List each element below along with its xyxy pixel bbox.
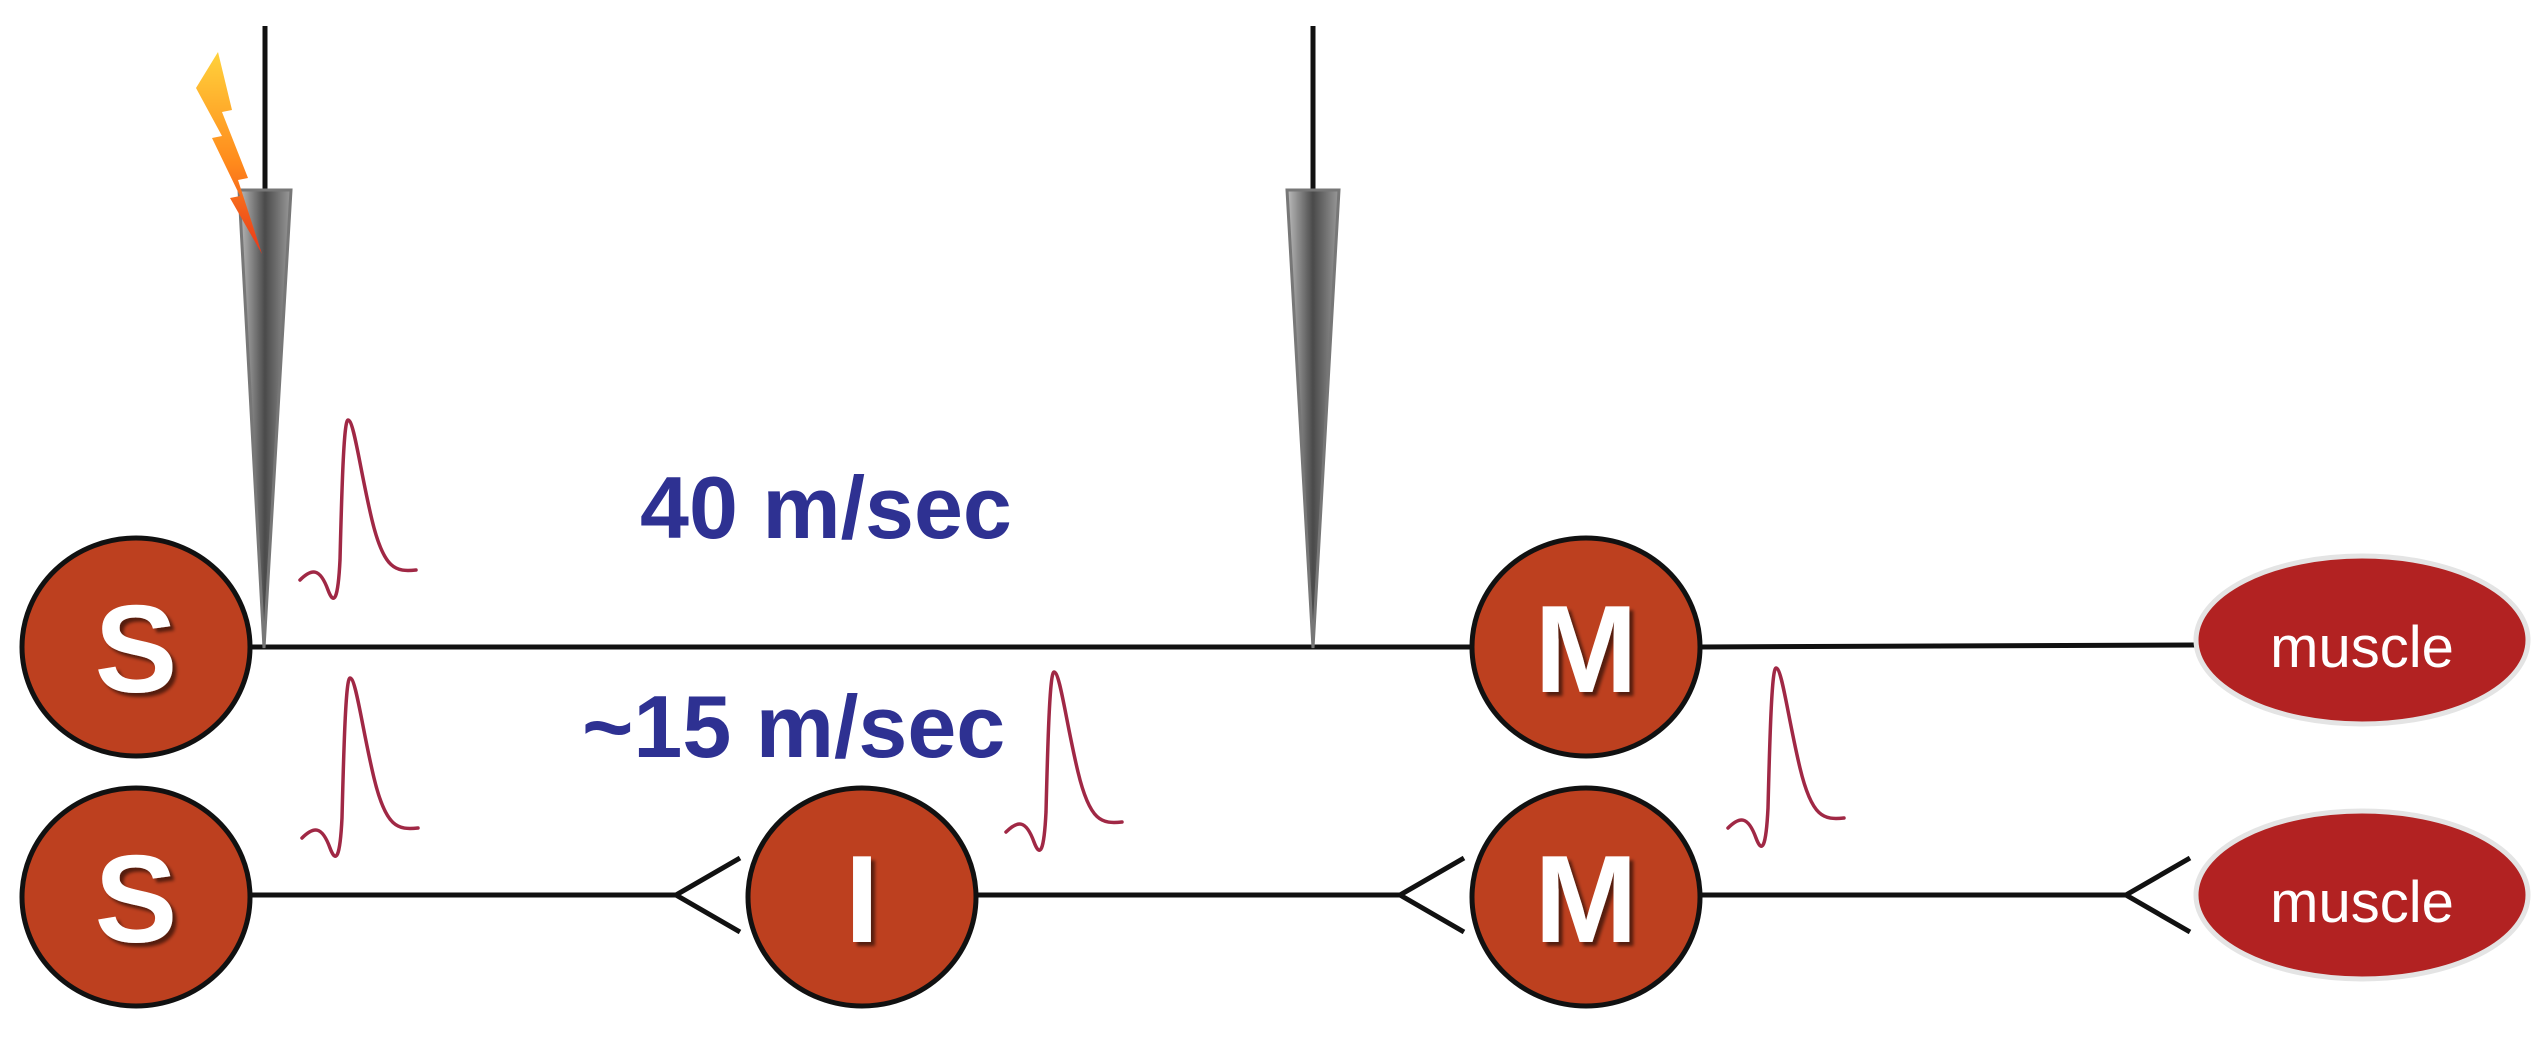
action-potential-trace-icon [1004,670,1124,852]
action-potential-trace-icon [300,676,420,858]
motor-neuron-bottom: M [1469,785,1703,1009]
muscle-label: muscle [2270,870,2454,935]
stimulating-electrode [237,26,293,649]
node-label: I [845,831,879,969]
action-potential-trace-icon [298,418,418,600]
muscle-bottom: muscle [2193,808,2531,982]
muscle-top: muscle [2193,553,2531,727]
bottom-pathway [250,855,2192,935]
muscle-body [2193,553,2531,727]
neuron-body [1469,785,1703,1009]
muscle-body [2193,808,2531,982]
recording-electrode-icon [237,188,293,649]
lightning-bolt-icon [196,52,262,254]
action-potential-traces [298,418,1846,858]
recording-electrode [1285,26,1341,649]
sensory-neuron-top: S [19,535,253,759]
synapse-arrow-icon [1395,855,1466,935]
muscle-label: muscle [2270,615,2454,680]
action-potential-trace-icon [1726,666,1846,848]
top-pathway [250,642,2196,650]
node-label: M [1534,581,1637,719]
neuron-body [19,535,253,759]
node-label: M [1534,831,1637,969]
synapse-arrow-icon [671,855,742,935]
recording-electrode-icon [1285,188,1341,649]
node-label: S [95,581,178,719]
sensory-neuron-bottom: S [19,785,253,1009]
top-axon-motor-to-muscle [1699,642,2196,650]
neuron-body [1469,535,1703,759]
neuron-body [745,785,979,1009]
fast-conduction-speed: 40 m/sec [640,458,1012,557]
slow-conduction-speed: ~15 m/sec [582,677,1005,776]
synapse-arrow-icon [2121,855,2192,935]
node-label: S [95,831,178,969]
neuron-body [19,785,253,1009]
interneuron-bottom: I [745,785,979,1009]
motor-neuron-top: M [1469,535,1703,759]
